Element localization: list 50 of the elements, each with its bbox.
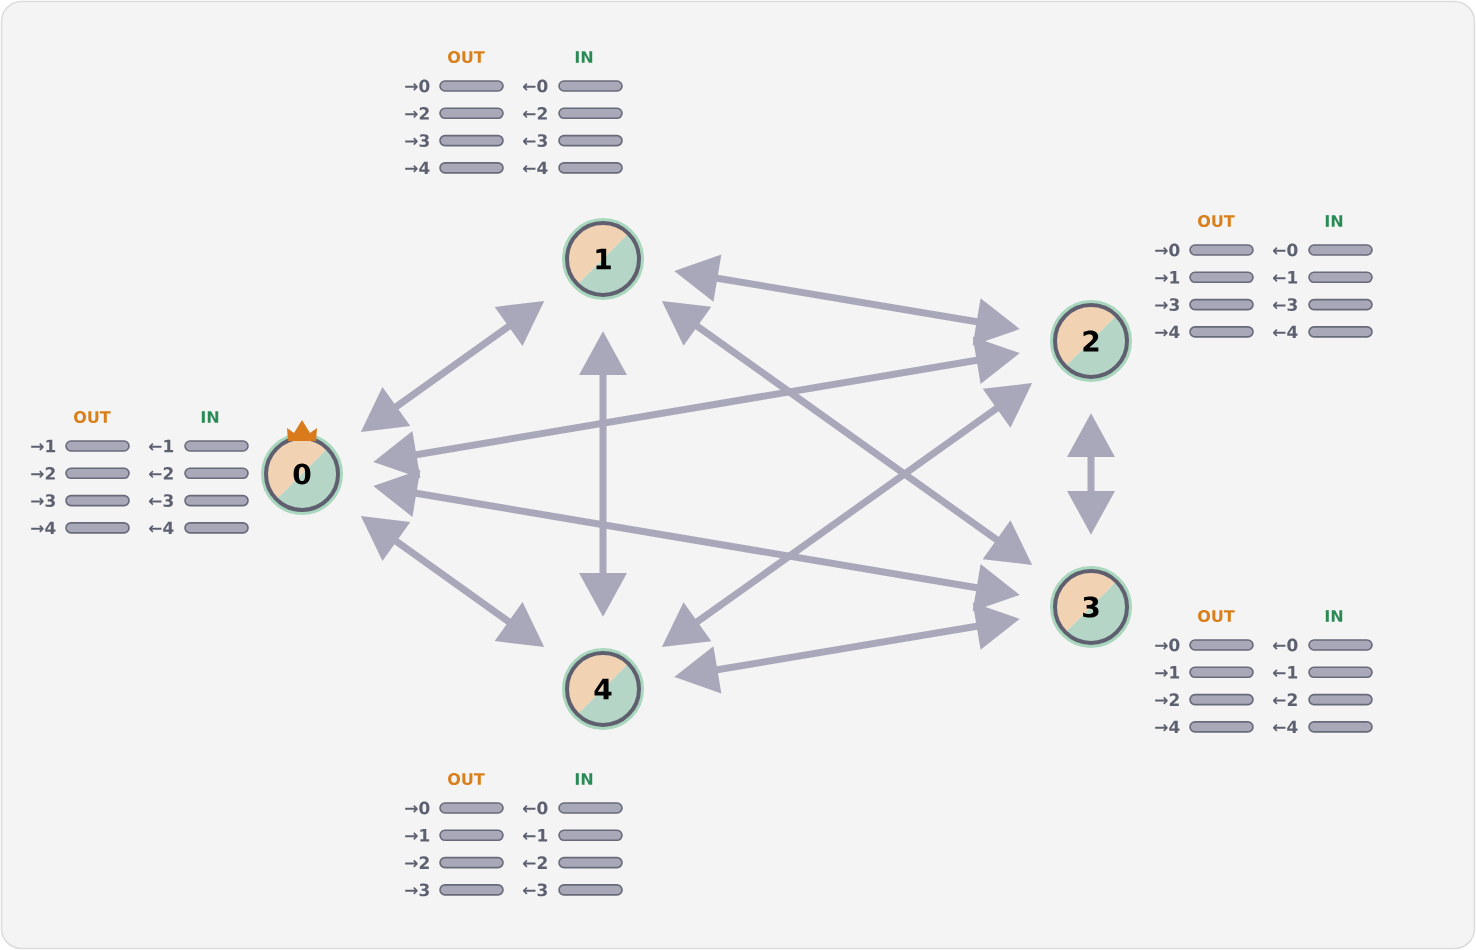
row-label: ←3 [1273, 298, 1297, 311]
column-header: OUT [1198, 609, 1235, 623]
row-label: →2 [405, 856, 429, 869]
row-label: ←1 [1273, 666, 1298, 679]
row-label: →3 [405, 134, 429, 147]
row-label: ←3 [523, 134, 547, 147]
row-label: →2 [405, 107, 429, 120]
row-label: ←0 [523, 801, 548, 815]
row-label: ←3 [149, 494, 173, 507]
row-label: →4 [31, 521, 56, 535]
row-label: ←0 [523, 79, 548, 93]
column-header: IN [1325, 215, 1343, 227]
column-header: OUT [1198, 214, 1235, 228]
row-label: →0 [405, 801, 430, 815]
row-label: →1 [1155, 666, 1180, 679]
row-label: ←2 [149, 467, 173, 480]
row-label: →4 [405, 161, 430, 175]
row-label: ←4 [523, 161, 548, 175]
row-label: →0 [1155, 243, 1180, 257]
row-label: ←4 [149, 521, 174, 535]
row-label: →3 [31, 494, 55, 507]
row-label: ←4 [1273, 720, 1298, 734]
row-label: ←0 [1273, 243, 1298, 257]
row-label: ←2 [523, 107, 547, 120]
column-header: OUT [448, 772, 485, 786]
column-header: IN [575, 51, 593, 63]
row-label: →2 [1155, 693, 1179, 706]
row-label: →0 [405, 79, 430, 93]
row-label: →1 [31, 439, 56, 453]
row-label: ←4 [1273, 325, 1298, 339]
row-label: ←0 [1273, 638, 1298, 652]
row-label: ←1 [523, 829, 548, 842]
row-label: ←2 [523, 856, 547, 869]
row-label: ←1 [149, 439, 174, 453]
row-label: →3 [1155, 298, 1179, 311]
row-label: →1 [1155, 271, 1180, 284]
column-header: IN [575, 773, 593, 785]
column-header: OUT [448, 50, 485, 64]
row-label: →2 [31, 467, 55, 480]
row-label: →4 [1155, 720, 1180, 734]
row-label: ←3 [523, 883, 547, 897]
column-header: OUT [74, 410, 111, 424]
row-label: ←1 [1273, 271, 1298, 284]
row-label: →3 [405, 883, 429, 897]
row-label: ←2 [1273, 693, 1297, 706]
row-label: →0 [1155, 638, 1180, 652]
row-label: →4 [1155, 325, 1180, 339]
column-header: IN [1325, 610, 1343, 622]
column-header: IN [201, 411, 219, 423]
row-label: →1 [405, 829, 430, 842]
